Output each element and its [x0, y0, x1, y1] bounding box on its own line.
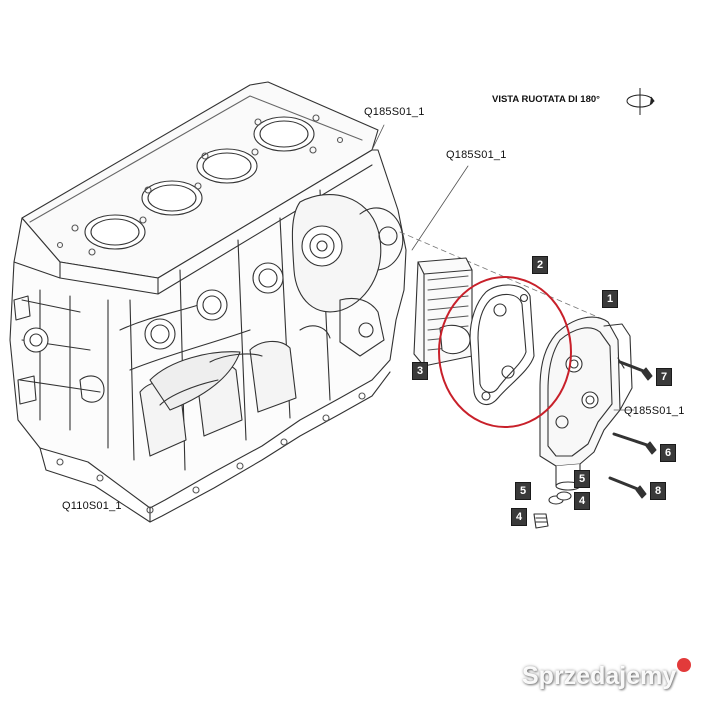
- callout-7: 7: [656, 368, 672, 386]
- cooler-housing-drawing: [539, 316, 633, 491]
- oil-cooler-drawing: [413, 257, 473, 367]
- ref-code-top-a: Q185S01_1: [364, 106, 425, 118]
- rotate-view-icon: [626, 88, 655, 115]
- callout-5-left: 5: [515, 482, 531, 500]
- leader-top-b: [411, 165, 469, 251]
- callout-1: 1: [602, 290, 618, 308]
- callout-5-right: 5: [574, 470, 590, 488]
- engine-block-drawing: [9, 81, 407, 523]
- watermark-logo: Sprzedajemy: [522, 658, 692, 691]
- callout-3: 3: [412, 362, 428, 380]
- leader-top-a: [371, 124, 385, 151]
- callout-4-left: 4: [511, 508, 527, 526]
- bolt-6-drawing: [612, 432, 657, 455]
- bolt-8-drawing: [608, 476, 647, 499]
- callout-6: 6: [660, 444, 676, 462]
- callout-2: 2: [532, 256, 548, 274]
- ref-code-right: Q185S01_1: [624, 405, 685, 417]
- highlight-circle: [438, 276, 572, 428]
- callout-4-right: 4: [574, 492, 590, 510]
- bolt-7-drawing: [617, 357, 653, 381]
- watermark-dot-icon: [677, 658, 692, 672]
- ref-code-top-b: Q185S01_1: [446, 149, 507, 161]
- ref-code-block: Q110S01_1: [62, 500, 122, 512]
- callout-8: 8: [650, 482, 666, 500]
- o-ring-drawing: [533, 491, 572, 529]
- view-note: VISTA RUOTATA DI 180°: [492, 94, 600, 105]
- gasket-drawing: [469, 284, 535, 406]
